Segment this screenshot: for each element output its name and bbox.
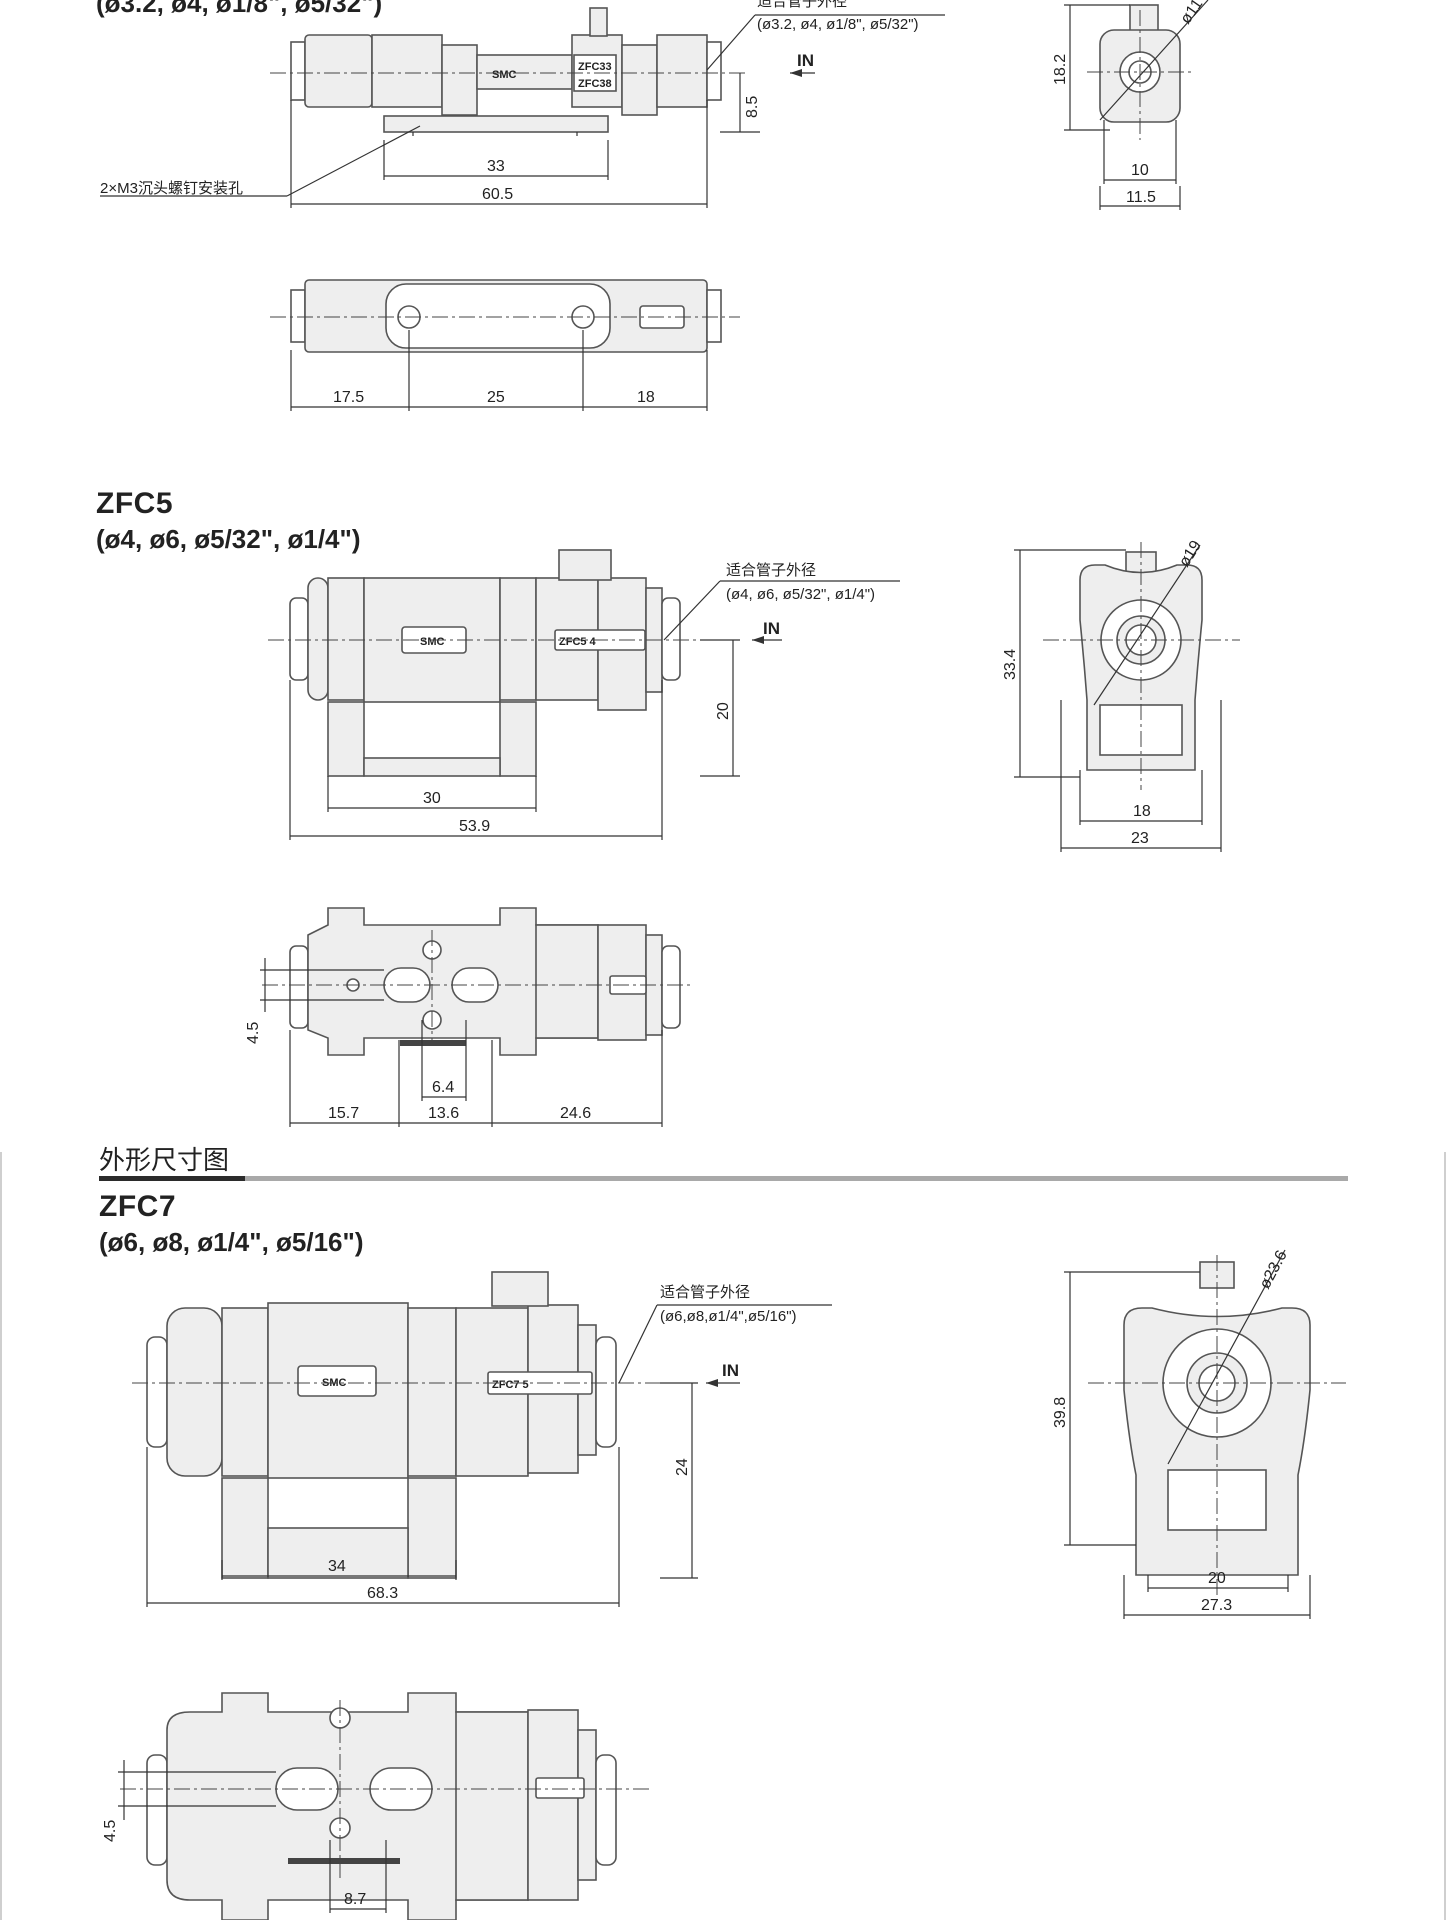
zfc7-dim-68-3: 68.3 [367, 1585, 398, 1602]
section-rule-dark [99, 1176, 245, 1181]
top-label-b: ZFC38 [578, 78, 612, 90]
top-dim-17-5: 17.5 [333, 389, 364, 406]
zfc5-dim-53-9: 53.9 [459, 818, 490, 835]
top-dim-18-2: 18.2 [1052, 54, 1069, 85]
frame-right-line [1444, 1152, 1446, 1920]
zfc7-tube-label: 适合管子外径 [660, 1284, 750, 1301]
zfc5-brand: SMC [420, 636, 445, 648]
zfc5-dim-18: 18 [1133, 803, 1151, 820]
zfc7-label: ZFC7 5 [492, 1379, 529, 1391]
top-side-view: ø11 18.2 10 11.5 [1052, 0, 1209, 210]
zfc7-dim-phi23-6: ø23.6 [1257, 1248, 1291, 1292]
zfc5-model-title: ZFC5 [96, 487, 173, 520]
top-dim-11-5: 11.5 [1126, 189, 1156, 206]
top-in-label: IN [797, 51, 814, 70]
top-tube-sizes: (ø3.2, ø4, ø1/8", ø5/32") [757, 16, 919, 33]
zfc5-bottom-view: 4.5 6.4 15.7 13.6 24.6 [245, 907, 690, 1127]
top-dim-phi11: ø11 [1177, 0, 1206, 27]
zfc5-in-label: IN [763, 619, 780, 638]
zfc7-model-title: ZFC7 [99, 1190, 176, 1223]
zfc5-dim-23: 23 [1131, 830, 1149, 847]
top-dim-18: 18 [637, 389, 655, 406]
zfc7-dim-39-8: 39.8 [1052, 1397, 1069, 1428]
frame-left-line [0, 1152, 2, 1920]
top-dim-8-5: 8.5 [744, 96, 761, 118]
zfc5-dim-20: 20 [715, 702, 732, 720]
zfc5-tube-label: 适合管子外径 [726, 562, 816, 579]
top-dim-60-5: 60.5 [482, 186, 513, 203]
zfc5-side-view: ø19 33.4 18 23 [1002, 538, 1240, 852]
zfc7-side-view: ø23.6 39.8 20 27.3 [1052, 1248, 1346, 1619]
top-model-sizes: (ø3.2, ø4, ø1/8", ø5/32") [96, 0, 383, 18]
zfc5-dim-6-4: 6.4 [432, 1079, 454, 1096]
zfc5-dim-24-6: 24.6 [560, 1105, 591, 1122]
zfc7-dim-27-3: 27.3 [1201, 1597, 1232, 1614]
top-dim-25: 25 [487, 389, 505, 406]
top-dim-33: 33 [487, 158, 505, 175]
zfc5-dim-33-4: 33.4 [1002, 649, 1019, 680]
zfc7-bottom-view: 4.5 8.7 [102, 1692, 650, 1920]
zfc7-dim-8-7: 8.7 [344, 1891, 366, 1908]
zfc7-in-label: IN [722, 1361, 739, 1380]
zfc5-dim-15-7: 15.7 [328, 1105, 359, 1122]
zfc7-dim-24: 24 [674, 1458, 691, 1476]
top-brand: SMC [492, 69, 517, 81]
top-dim-10: 10 [1131, 162, 1149, 179]
zfc7-dim-20: 20 [1208, 1570, 1226, 1587]
zfc5-dim-30: 30 [423, 790, 441, 807]
zfc7-tube-sizes: (ø6,ø8,ø1/4",ø5/16") [660, 1308, 797, 1325]
zfc7-dim-4-5: 4.5 [102, 1820, 119, 1842]
zfc5-label: ZFC5 4 [559, 636, 597, 648]
zfc5-sizes: (ø4, ø6, ø5/32", ø1/4") [96, 524, 361, 554]
section-rule-light [245, 1176, 1348, 1181]
zfc5-dim-13-6: 13.6 [428, 1105, 459, 1122]
top-mount-note: 2×M3沉头螺钉安装孔 [100, 180, 243, 197]
zfc7-dim-34: 34 [328, 1558, 346, 1575]
zfc5-tube-sizes: (ø4, ø6, ø5/32", ø1/4") [726, 586, 875, 603]
zfc7-sizes: (ø6, ø8, ø1/4", ø5/16") [99, 1227, 364, 1257]
top-tube-label: 适合管子外径 [757, 0, 847, 10]
zfc5-dim-4-5: 4.5 [245, 1022, 262, 1044]
zfc7-front-view: SMC ZFC7 5 IN 适合管子外径 (ø6,ø8,ø1/4",ø5/16"… [132, 1271, 832, 1607]
top-label-a: ZFC33 [578, 61, 612, 73]
zfc5-front-view: SMC ZFC5 4 IN 适合管子外径 (ø4, ø6, ø5/32", ø1… [268, 549, 900, 840]
top-bottom-view: 17.5 25 18 [270, 279, 740, 411]
top-front-view: ZFC33 ZFC38 SMC IN 适合管子外径 (ø3.2, ø4, ø1/… [100, 0, 945, 208]
section-title: 外形尺寸图 [99, 1145, 230, 1175]
